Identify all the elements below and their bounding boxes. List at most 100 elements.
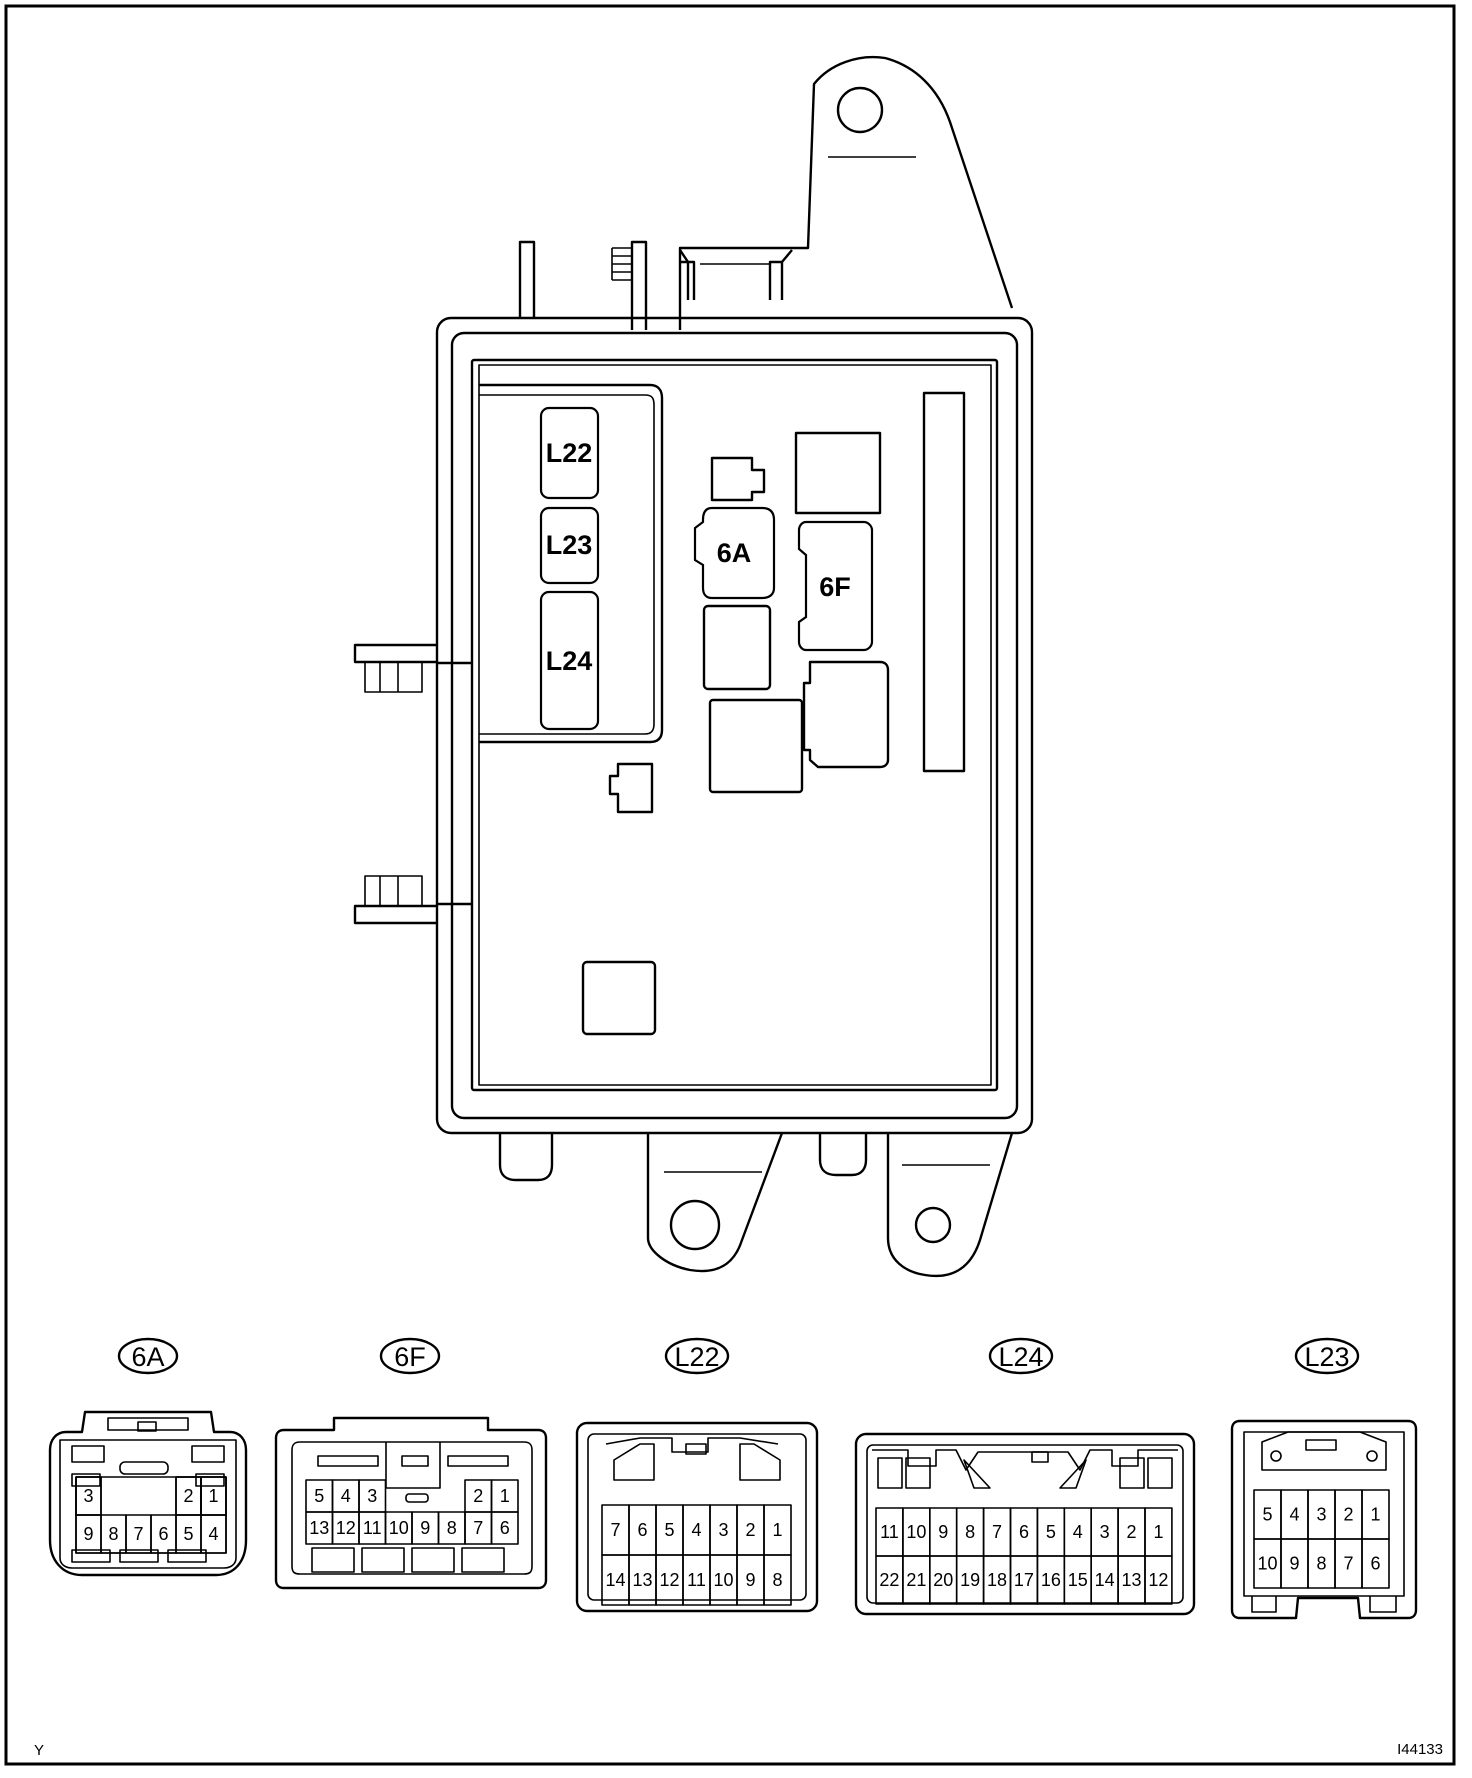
pin-number: 4: [341, 1486, 351, 1506]
corner-mark-left: Y: [34, 1742, 44, 1759]
block-connector-6a: 6A: [693, 506, 776, 600]
pin-number: 1: [1370, 1505, 1380, 1525]
pin-number: 9: [83, 1524, 93, 1544]
pin-number: 9: [420, 1518, 430, 1538]
pin-number: 11: [880, 1522, 899, 1542]
pin-number: 8: [447, 1518, 457, 1538]
pin-number: 2: [473, 1486, 483, 1506]
svg-text:6A: 6A: [717, 538, 752, 568]
connector-tag-l23: L23: [1294, 1337, 1360, 1375]
pin-number: 16: [1041, 1570, 1061, 1590]
corner-mark-right: I44133: [1397, 1741, 1443, 1758]
block-connector-6f: 6F: [797, 520, 874, 652]
block-connector-l24: L24: [539, 590, 600, 731]
pin-number: 9: [938, 1522, 948, 1542]
pin-number: 10: [1257, 1554, 1277, 1574]
pin-number: 2: [1127, 1522, 1137, 1542]
pin-number: 13: [632, 1570, 652, 1590]
pin-number: 3: [83, 1486, 93, 1506]
pin-number: 1: [1153, 1522, 1163, 1542]
junction-block: [353, 56, 1034, 1278]
pin-cell: [763, 1554, 792, 1606]
pin-number: 2: [745, 1520, 755, 1540]
pin-number: 2: [183, 1486, 193, 1506]
pin-number: 11: [687, 1570, 706, 1590]
pin-number: 2: [1343, 1505, 1353, 1525]
pin-number: 5: [1262, 1505, 1272, 1525]
pin-number: 12: [336, 1518, 356, 1538]
pin-number: 4: [1289, 1505, 1299, 1525]
connector-tag-6a: 6A: [117, 1337, 179, 1375]
pin-number: 1: [772, 1520, 782, 1540]
pin-cell: [1361, 1538, 1390, 1589]
block-connector-l23: L23: [539, 506, 600, 585]
pin-number: 5: [314, 1486, 324, 1506]
block-connector-l22: L22: [539, 406, 600, 500]
pin-number: 3: [1100, 1522, 1110, 1542]
pin-number: 1: [208, 1486, 218, 1506]
svg-text:6F: 6F: [819, 572, 851, 602]
svg-text:6A: 6A: [131, 1342, 164, 1372]
pin-number: 6: [1019, 1522, 1029, 1542]
pin-number: 9: [1289, 1554, 1299, 1574]
pin-number: 8: [772, 1570, 782, 1590]
pin-number: 3: [718, 1520, 728, 1540]
svg-text:6F: 6F: [394, 1342, 426, 1372]
pin-number: 6: [500, 1518, 510, 1538]
connector-tag-l24: L24: [988, 1337, 1054, 1375]
pin-number: 3: [1316, 1505, 1326, 1525]
pin-number: 14: [1095, 1570, 1115, 1590]
pin-number: 6: [1370, 1554, 1380, 1574]
pin-number: 11: [363, 1518, 382, 1538]
pin-number: 15: [1068, 1570, 1088, 1590]
pin-number: 13: [1122, 1570, 1142, 1590]
pin-number: 5: [664, 1520, 674, 1540]
pin-cell: [75, 1476, 102, 1516]
pin-number: 8: [1316, 1554, 1326, 1574]
pin-cell: [1144, 1555, 1173, 1605]
pin-number: 13: [309, 1518, 329, 1538]
pin-number: 8: [108, 1524, 118, 1544]
svg-text:L22: L22: [546, 438, 593, 468]
pin-number: 20: [933, 1570, 953, 1590]
pin-number: 7: [473, 1518, 483, 1538]
pin-number: 12: [659, 1570, 679, 1590]
svg-text:L23: L23: [546, 530, 593, 560]
pin-number: 7: [133, 1524, 143, 1544]
pin-number: 7: [610, 1520, 620, 1540]
pin-number: 12: [1148, 1570, 1168, 1590]
pin-number: 5: [1046, 1522, 1056, 1542]
svg-text:L24: L24: [546, 646, 593, 676]
pin-number: 7: [992, 1522, 1002, 1542]
connector-tag-6f: 6F: [379, 1337, 441, 1375]
pin-number: 6: [637, 1520, 647, 1540]
pin-cell: [490, 1511, 519, 1545]
pin-number: 21: [906, 1570, 926, 1590]
svg-text:L23: L23: [1304, 1342, 1349, 1372]
pin-number: 4: [1073, 1522, 1083, 1542]
pin-number: 22: [879, 1570, 899, 1590]
pin-number: 18: [987, 1570, 1007, 1590]
pin-number: 4: [208, 1524, 218, 1544]
pin-number: 1: [500, 1486, 510, 1506]
pin-cell: [200, 1476, 227, 1516]
svg-text:L24: L24: [998, 1342, 1043, 1372]
pin-number: 19: [960, 1570, 980, 1590]
pin-number: 4: [691, 1520, 701, 1540]
pin-number: 3: [367, 1486, 377, 1506]
pin-number: 10: [389, 1518, 409, 1538]
pin-number: 6: [158, 1524, 168, 1544]
pin-number: 7: [1343, 1554, 1353, 1574]
svg-text:L22: L22: [674, 1342, 719, 1372]
pin-number: 9: [745, 1570, 755, 1590]
pin-number: 17: [1014, 1570, 1034, 1590]
pin-number: 5: [183, 1524, 193, 1544]
pin-number: 8: [965, 1522, 975, 1542]
pin-number: 14: [605, 1570, 625, 1590]
